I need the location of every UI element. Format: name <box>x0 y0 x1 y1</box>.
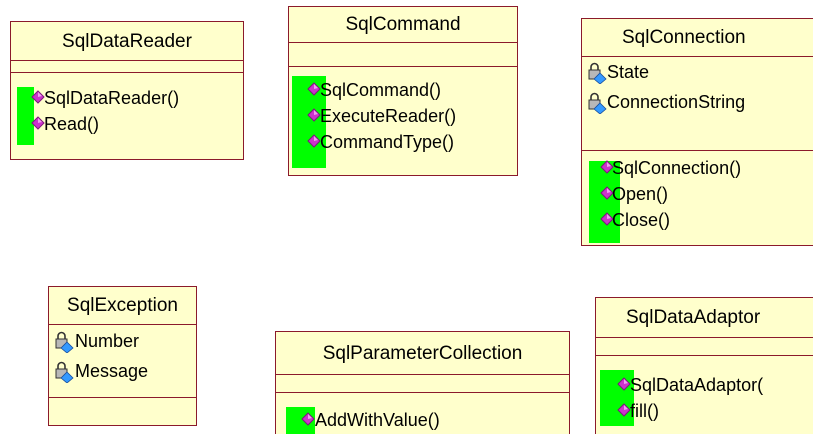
operation-label: fill() <box>630 401 659 421</box>
class-name: SqlCommand <box>289 7 517 43</box>
visibility-highlight <box>589 161 620 243</box>
class-box-sqldataadaptor[interactable]: SqlDataAdaptor SqlDataAdaptor( fill() <box>595 297 813 434</box>
operation-diamond-icon <box>307 82 321 96</box>
attribute-label: Message <box>75 361 149 381</box>
operation-item: SqlCommand() <box>289 77 517 103</box>
operation-diamond-icon <box>31 116 45 130</box>
class-box-sqlexception[interactable]: SqlException Number Message <box>48 286 197 426</box>
class-box-sqlcommand[interactable]: SqlCommand SqlCommand() ExecuteReader() … <box>288 6 518 176</box>
operation-diamond-icon <box>617 403 631 417</box>
attribute-item: Number <box>49 328 196 354</box>
attribute-compartment <box>289 43 517 67</box>
operation-item: SqlConnection() <box>582 155 813 181</box>
class-name: SqlConnection <box>582 19 813 57</box>
operation-label: CommandType() <box>320 132 455 152</box>
operation-diamond-icon <box>301 412 315 426</box>
visibility-highlight <box>600 370 634 426</box>
class-name: SqlException <box>49 287 196 325</box>
operation-item: ExecuteReader() <box>289 103 517 129</box>
attribute-label: State <box>607 62 650 82</box>
operation-label: ExecuteReader() <box>320 106 457 126</box>
operation-item: Close() <box>582 207 813 233</box>
operation-item: SqlDataAdaptor( <box>596 372 813 398</box>
protected-attribute-lock-icon <box>587 92 609 114</box>
operation-diamond-icon <box>617 377 631 391</box>
operation-compartment: SqlDataReader() Read() <box>11 73 243 159</box>
attribute-item: State <box>582 59 813 85</box>
operation-compartment: AddWithValue() <box>276 393 569 434</box>
operation-label: SqlConnection() <box>612 158 742 178</box>
attribute-compartment: Number Message <box>49 325 196 398</box>
operation-diamond-icon <box>600 212 614 226</box>
operation-item: Open() <box>582 181 813 207</box>
class-name: SqlDataReader <box>11 22 243 61</box>
class-box-sqlconnection[interactable]: SqlConnection State ConnectionString Sql… <box>581 18 813 246</box>
protected-attribute-lock-icon <box>587 62 609 84</box>
operation-label: SqlCommand() <box>320 80 442 100</box>
operation-compartment: SqlConnection() Open() Close() <box>582 151 813 245</box>
attribute-compartment <box>11 61 243 73</box>
visibility-highlight <box>17 87 34 145</box>
protected-attribute-lock-icon <box>54 361 76 383</box>
class-box-sqldatareader[interactable]: SqlDataReader SqlDataReader() Read() <box>10 21 244 160</box>
operation-item: SqlDataReader() <box>11 85 243 111</box>
operation-item: fill() <box>596 398 813 424</box>
attribute-item: ConnectionString <box>582 89 813 115</box>
operation-diamond-icon <box>600 186 614 200</box>
operation-diamond-icon <box>307 134 321 148</box>
operation-label: Close() <box>612 210 671 230</box>
class-box-sqlparametercollection[interactable]: SqlParameterCollection AddWithValue() <box>275 331 570 434</box>
operation-diamond-icon <box>31 90 45 104</box>
attribute-label: ConnectionString <box>607 92 746 112</box>
attribute-compartment: State ConnectionString <box>582 57 813 151</box>
class-name: SqlDataAdaptor <box>596 298 813 338</box>
operation-compartment <box>49 398 196 425</box>
operation-item: AddWithValue() <box>276 407 569 433</box>
operation-diamond-icon <box>600 160 614 174</box>
operation-label: Open() <box>612 184 669 204</box>
operation-label: SqlDataAdaptor( <box>630 375 764 395</box>
attribute-item: Message <box>49 358 196 384</box>
operation-diamond-icon <box>307 108 321 122</box>
attribute-compartment <box>276 375 569 393</box>
operation-label: Read() <box>44 114 100 134</box>
class-name: SqlParameterCollection <box>276 332 569 375</box>
attribute-compartment <box>596 338 813 356</box>
operation-item: Read() <box>11 111 243 137</box>
operation-label: SqlDataReader() <box>44 88 180 108</box>
operation-compartment: SqlCommand() ExecuteReader() CommandType… <box>289 67 517 175</box>
visibility-highlight <box>292 76 326 168</box>
operation-item: CommandType() <box>289 129 517 155</box>
protected-attribute-lock-icon <box>54 331 76 353</box>
attribute-label: Number <box>75 331 140 351</box>
operation-label: AddWithValue() <box>315 410 440 430</box>
operation-compartment: SqlDataAdaptor( fill() <box>596 356 813 434</box>
